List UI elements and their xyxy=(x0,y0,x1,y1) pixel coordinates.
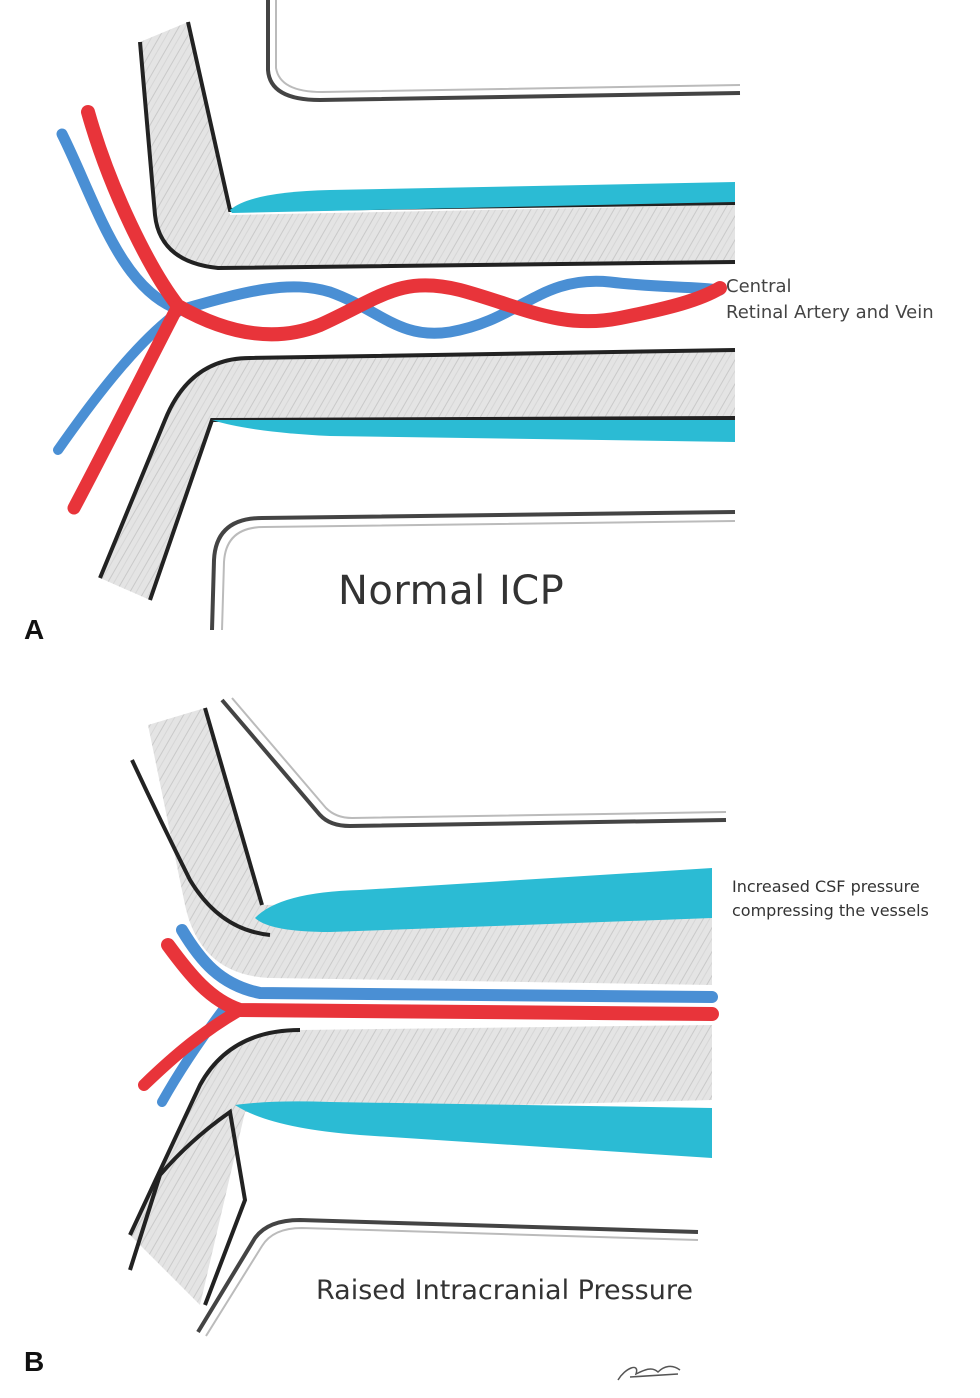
panel-b-lower-nerve-outline-bottom xyxy=(128,1108,248,1306)
panel-b-upper-nerve-outline-right xyxy=(203,707,264,906)
panel-a-lower-sheath-line xyxy=(210,510,736,631)
panel-b-vein[interactable] xyxy=(176,924,718,1003)
panel-a-upper-nerve-band xyxy=(140,22,735,268)
panel-a-upper-csf[interactable] xyxy=(230,182,735,213)
panel-a-caption: Normal ICP xyxy=(338,568,565,614)
panel-b-lower-csf[interactable] xyxy=(235,1101,712,1158)
panel-b-upper-sheath-line xyxy=(220,698,727,829)
panel-b-lower-nerve-band xyxy=(130,1025,712,1305)
panel-b-letter: B xyxy=(24,1346,45,1377)
panel-a-upper-nerve-outline-right xyxy=(186,21,736,213)
panel-a-vein[interactable] xyxy=(56,128,726,339)
panel-b-artery-lower-branch[interactable] xyxy=(138,1004,246,1091)
panel-a-lower-csf[interactable] xyxy=(212,420,735,442)
panel-b-lower-nerve-outline-top xyxy=(128,1028,301,1236)
panel-a-lower-nerve-outline-top xyxy=(98,348,736,579)
panel-b-lower-sheath-line-inner xyxy=(205,1226,699,1337)
panel-a-upper-nerve-outline-left xyxy=(138,41,736,271)
panel-a-artery-lower-branch[interactable] xyxy=(67,299,185,515)
panel-b-upper-csf[interactable] xyxy=(255,868,712,932)
panel-b-diagram xyxy=(128,697,727,1381)
panel-a-diagram xyxy=(53,0,741,631)
panel-b-csf-label-line2: compressing the vessels xyxy=(732,901,929,920)
panel-b-csf-label-line1: Increased CSF pressure xyxy=(732,877,920,896)
panel-b-lower-sheath-line xyxy=(196,1217,699,1334)
panel-b-upper-nerve-band xyxy=(148,708,712,985)
signature-mark xyxy=(617,1365,681,1381)
panel-b-caption: Raised Intracranial Pressure xyxy=(316,1275,693,1306)
panel-b-vein-lower-branch[interactable] xyxy=(157,998,233,1107)
panel-a-artery[interactable] xyxy=(81,105,727,342)
panel-a-lower-sheath-line-inner xyxy=(221,520,736,631)
panel-a-letter: A xyxy=(24,614,45,645)
panel-a-vessel-label-line1: Central xyxy=(726,276,792,297)
panel-b-upper-sheath-line-inner xyxy=(231,697,727,820)
panel-a-lower-nerve-band xyxy=(100,350,735,600)
panel-a-upper-sheath-line-inner xyxy=(275,0,741,94)
panel-b-upper-nerve-outline-left xyxy=(130,759,271,937)
panel-a-upper-sheath-line xyxy=(266,0,741,103)
panel-a-vessel-label-line2: Retinal Artery and Vein xyxy=(726,302,934,323)
